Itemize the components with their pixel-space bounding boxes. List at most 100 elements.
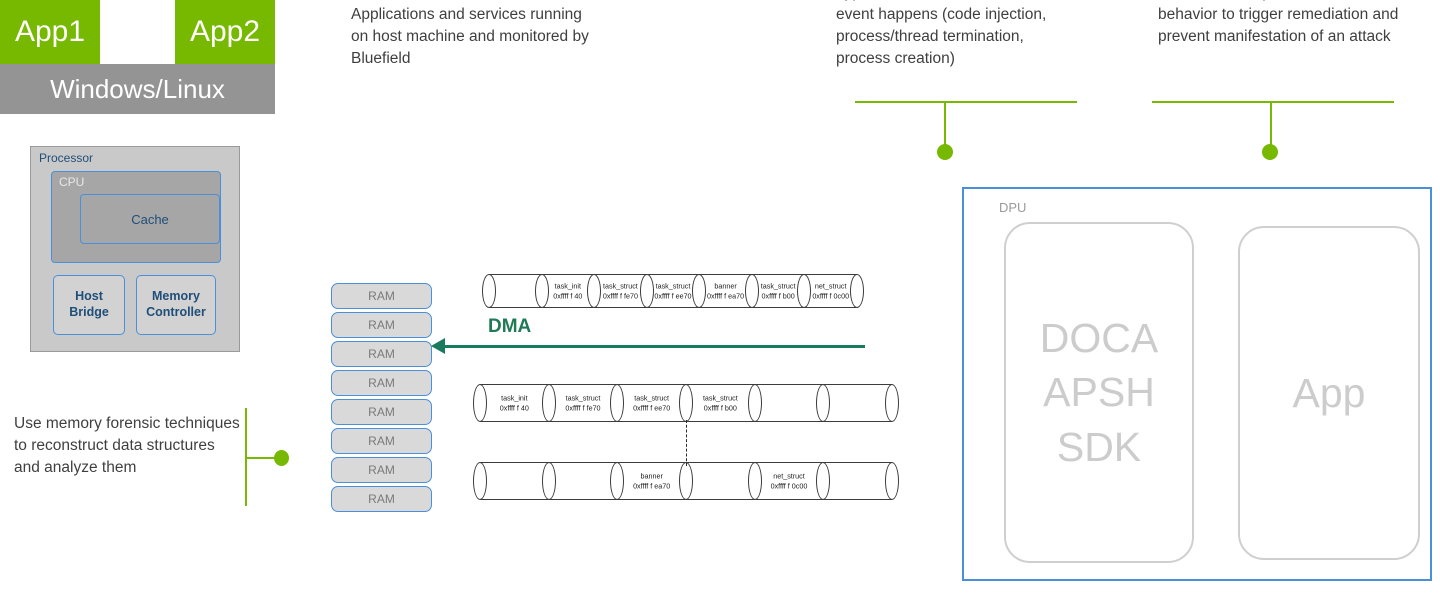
ram-block: RAM — [331, 341, 432, 367]
memory-cell-address: 0xffff f fe70 — [602, 291, 638, 300]
memory-cell-struct-name: banner — [640, 471, 663, 481]
memory-cell — [816, 462, 892, 500]
callout-events-dot — [937, 144, 953, 160]
memory-cell-address: 0xffff f fe70 — [565, 403, 601, 412]
memory-cell-cap — [747, 384, 762, 422]
callout-events-line-vertical — [944, 101, 946, 146]
memory-cell-cap — [534, 274, 549, 308]
callout-administrator-dot — [1262, 144, 1278, 160]
memory-cell-cap — [587, 274, 602, 308]
dma-arrow-line — [443, 345, 865, 348]
memory-cell-struct-name: net_struct — [773, 471, 805, 481]
memory-cell — [747, 384, 824, 422]
callout-administrator-text: Administrator upon detection of bad beha… — [1158, 0, 1403, 45]
memory-cell-struct-name: task_struct — [603, 281, 638, 291]
memory-cell-address: 0xffff f 40 — [499, 403, 529, 412]
callout-applications-text: Applications and services running on hos… — [351, 6, 589, 67]
memory-controller-label: Memory Controller — [146, 289, 206, 319]
callout-memory-forensics-line-horizontal — [245, 457, 277, 459]
ram-block: RAM — [331, 283, 432, 309]
memory-cell-address: 0xffff f ea70 — [706, 291, 745, 300]
chain-bottom-edge — [489, 307, 857, 308]
memory-cell-struct-name: banner — [714, 281, 737, 291]
memory-cell-cap — [692, 274, 707, 308]
dpu-app-label: App — [1292, 369, 1366, 416]
app2-block: App2 — [175, 0, 275, 64]
memory-controller-block: Memory Controller — [136, 275, 216, 335]
app2-label: App2 — [189, 15, 261, 48]
memory-cell — [541, 462, 618, 500]
memory-cell — [816, 384, 892, 422]
callout-events-line-horizontal — [855, 101, 1077, 103]
memory-cell-cap — [610, 462, 625, 500]
memory-cell — [679, 462, 755, 500]
app1-block: App1 — [0, 0, 100, 64]
memory-cell-cap — [816, 462, 831, 500]
cpu-block: CPU Cache — [51, 171, 221, 263]
memory-cell-cap — [473, 384, 487, 422]
callout-memory-forensics-dot — [274, 450, 289, 466]
memory-cell-address: 0xffff f 0c00 — [812, 291, 850, 300]
ram-block: RAM — [331, 428, 432, 454]
memory-chain-end-cap — [885, 384, 899, 422]
memory-cell-struct-name: net_struct — [814, 281, 847, 291]
processor-block: Processor CPU Cache Host Bridge Memory C… — [30, 146, 240, 352]
host-bridge-block: Host Bridge — [53, 275, 125, 335]
memory-cell-struct-name: task_init — [554, 281, 582, 291]
memory-chain-link-dashed — [686, 420, 687, 466]
memory-cell-cap — [610, 384, 625, 422]
memory-cell — [482, 274, 542, 308]
memory-cell-struct-name: task_struct — [760, 281, 796, 291]
memory-cell-address: 0xffff f 0c00 — [770, 481, 808, 490]
ram-block: RAM — [331, 370, 432, 396]
dma-arrow-head-icon — [431, 338, 445, 354]
memory-cell-cap — [541, 384, 556, 422]
memory-cell-cap — [747, 462, 762, 500]
dpu-app-block: App — [1238, 226, 1420, 560]
chain-top-edge — [489, 274, 857, 275]
doca-apsh-sdk-label: DOCA APSH SDK — [1039, 315, 1159, 470]
memory-chain-end-cap — [885, 462, 899, 500]
callout-administrator-line-vertical — [1270, 101, 1272, 146]
memory-chain-end-cap — [850, 274, 864, 308]
callout-memory-forensics-text: Use memory forensic techniques to recons… — [14, 415, 240, 476]
memory-cell-address: 0xffff f b00 — [761, 291, 795, 300]
ram-block: RAM — [331, 312, 432, 338]
memory-cell-address: 0xffff f 40 — [553, 291, 583, 300]
memory-cell-cap — [541, 462, 556, 500]
processor-title: Processor — [39, 151, 94, 165]
cache-label: Cache — [131, 211, 169, 227]
memory-cell-cap — [639, 274, 654, 308]
memory-cell-cap — [482, 274, 496, 308]
callout-administrator-line-horizontal — [1152, 101, 1394, 103]
cpu-label: CPU — [59, 175, 85, 189]
memory-cell-struct-name: task_struct — [655, 281, 691, 291]
memory-cell-cap — [797, 274, 812, 308]
memory-cell-struct-name: task_struct — [634, 393, 670, 403]
memory-cell-struct-name: task_init — [501, 393, 528, 403]
dma-label: DMA — [488, 316, 532, 337]
operating-system-block: Windows/Linux — [0, 64, 275, 114]
